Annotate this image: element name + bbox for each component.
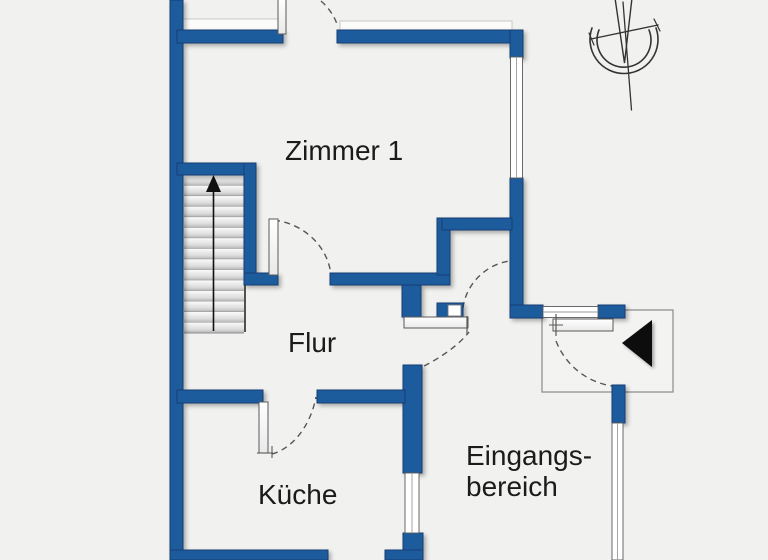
room-labels: Zimmer 1 Flur Küche Eingangs- bereich <box>258 135 592 510</box>
window-zimmer1-east <box>510 56 523 179</box>
north-arrow-icon <box>588 0 661 111</box>
door-leaf-kueche <box>258 401 269 454</box>
wall-vestibule-south-left <box>509 304 544 319</box>
windows <box>404 56 624 560</box>
door-leaves <box>257 0 614 458</box>
wall-left-outer <box>169 0 184 560</box>
wall-flur-nub <box>243 272 279 286</box>
staircase <box>184 175 246 334</box>
wall-right-below-window <box>509 177 524 319</box>
door-arc-flur-eingang <box>423 331 470 367</box>
wall-vestibule-south-corner <box>597 304 626 319</box>
door-arc-entrance <box>555 340 613 387</box>
door-arc-top-room <box>320 0 339 28</box>
wall-kueche-eingang-divider <box>402 364 423 474</box>
room-label-eingangsbereich-line1: Eingangs- <box>466 440 592 471</box>
door-arc-vestibule <box>462 260 511 309</box>
wall-kueche-top-right <box>316 389 406 404</box>
wall-stair-right <box>243 162 257 284</box>
door-swing-arcs <box>271 0 613 455</box>
room-label-eingangsbereich-line2: bereich <box>466 471 558 502</box>
wall-bottom-left <box>169 549 329 560</box>
wall-zimmer1-flur <box>329 272 451 286</box>
wall-segments <box>169 0 626 560</box>
door-arc-kueche <box>271 396 317 455</box>
room-label-zimmer1: Zimmer 1 <box>285 135 403 166</box>
room-label-kueche: Küche <box>258 479 337 510</box>
wall-right-above-window <box>509 29 524 59</box>
door-arc-zimmer1 <box>273 219 332 276</box>
wall-bottom-right <box>384 549 424 560</box>
window-eingang-east <box>611 422 624 560</box>
cut-room-strips <box>182 18 513 32</box>
wall-top-right <box>336 29 524 44</box>
wall-eingang-north-jamb <box>401 284 422 318</box>
door-leaf-flur-eingang <box>403 316 469 329</box>
wall-alcove-top <box>441 217 513 231</box>
window-kueche-divider <box>404 472 420 534</box>
wall-kueche-top-left <box>176 389 264 404</box>
wall-east-stub <box>611 384 626 424</box>
room-label-flur: Flur <box>288 327 336 358</box>
window-vestibule-south <box>542 306 599 318</box>
door-threshold-vestibule <box>447 304 462 317</box>
door-leaf-zimmer1 <box>268 218 279 276</box>
door-leaf-top-room <box>277 0 287 35</box>
stair-up-arrow-icon <box>206 175 221 192</box>
wall-top-left <box>176 29 284 44</box>
entrance-arrow-icon <box>622 320 652 367</box>
walls <box>169 0 626 560</box>
